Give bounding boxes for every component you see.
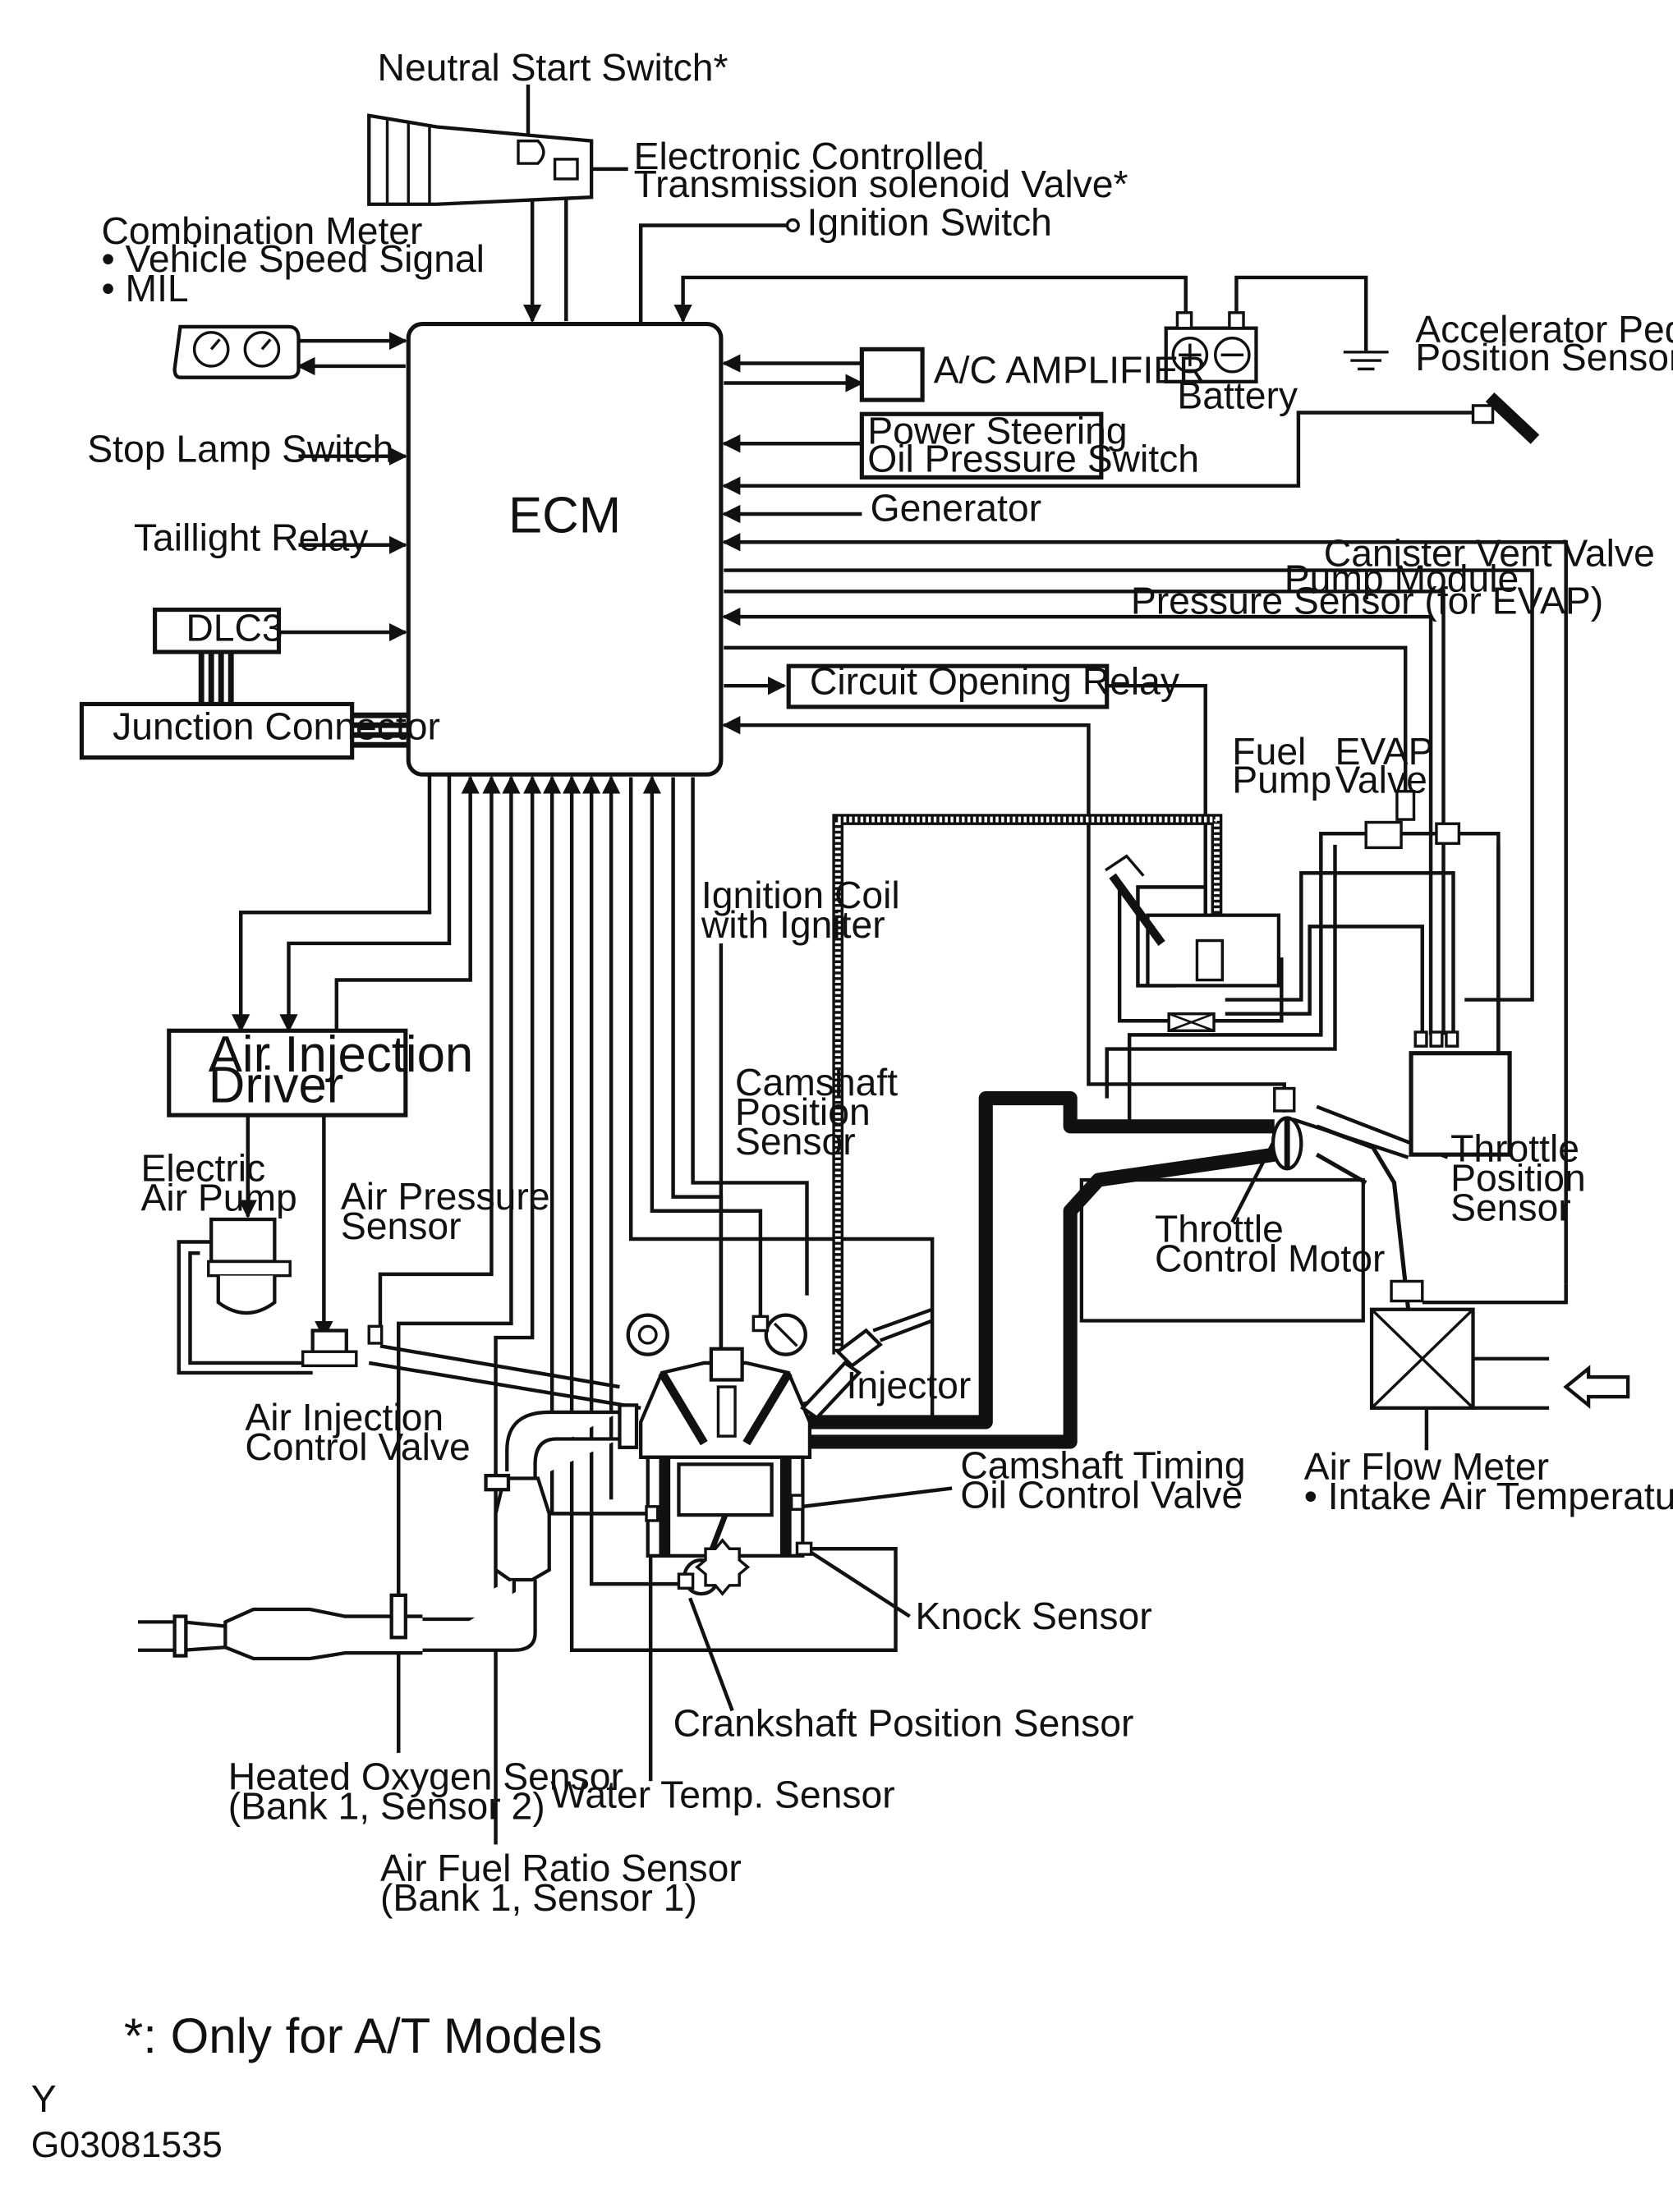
junction-connector-box bbox=[79, 701, 355, 760]
label-canister-vent-valve: Canister Vent Valve bbox=[1324, 531, 1655, 574]
dlc3-box bbox=[153, 608, 282, 654]
label-power-steering-1: Power Steering bbox=[867, 409, 1127, 452]
label-camshaft-position-3: Sensor bbox=[735, 1120, 856, 1163]
label-electric-air-pump-2: Air Pump bbox=[140, 1177, 296, 1219]
label-fuel-pump-2: Pump bbox=[1232, 758, 1331, 801]
label-water-temp-sensor: Water Temp. Sensor bbox=[550, 1774, 894, 1816]
label-heated-oxygen-sensor-2: (Bank 1, Sensor 2) bbox=[228, 1784, 545, 1827]
evap-valve-icon bbox=[1364, 790, 1461, 850]
label-heated-oxygen-sensor-1: Heated Oxygen Sensor bbox=[228, 1755, 623, 1797]
label-air-injection-control-valve-1: Air Injection bbox=[245, 1396, 444, 1439]
label-evap-valve-2: Valve bbox=[1335, 758, 1427, 801]
power-steering-box bbox=[859, 411, 1104, 480]
pump-module-box bbox=[1409, 1051, 1512, 1157]
label-ignition-coil-2: with Igniter bbox=[701, 903, 885, 946]
label-throttle-position-2: Position bbox=[1450, 1157, 1586, 1200]
combination-meter-icon bbox=[172, 324, 301, 379]
footnote: *: Only for A/T Models bbox=[124, 2008, 602, 2063]
label-generator: Generator bbox=[871, 487, 1041, 530]
label-ignition-switch: Ignition Switch bbox=[807, 200, 1051, 243]
battery-icon bbox=[1164, 311, 1258, 383]
label-camshaft-timing-2: Oil Control Valve bbox=[960, 1474, 1243, 1517]
label-air-flow-meter-1: Air Flow Meter bbox=[1304, 1445, 1549, 1488]
label-fuel-pump-1: Fuel bbox=[1232, 730, 1306, 773]
air-flow-meter-icon bbox=[1369, 1279, 1630, 1410]
engine-icon bbox=[626, 1307, 933, 1596]
label-injector: Injector bbox=[847, 1364, 972, 1407]
label-air-pressure-sensor-1: Air Pressure bbox=[341, 1175, 550, 1218]
label-battery: Battery bbox=[1177, 374, 1298, 416]
label-ect-valve-2: Transmission solenoid Valve* bbox=[634, 163, 1128, 205]
ecm-label: ECM bbox=[508, 487, 621, 544]
label-ignition-coil-1: Ignition Coil bbox=[701, 874, 900, 916]
label-crankshaft-position-sensor: Crankshaft Position Sensor bbox=[673, 1701, 1134, 1744]
label-combination-meter: Combination Meter bbox=[101, 209, 422, 252]
circuit-opening-relay-box bbox=[786, 663, 1110, 709]
label-air-pressure-sensor-2: Sensor bbox=[341, 1205, 462, 1247]
ignition-switch-terminal-icon bbox=[785, 218, 800, 233]
label-knock-sensor: Knock Sensor bbox=[916, 1595, 1152, 1637]
label-mil: • MIL bbox=[101, 267, 188, 310]
label-electric-air-pump-1: Electric bbox=[140, 1147, 265, 1190]
label-power-steering-2: Oil Pressure Switch bbox=[867, 438, 1199, 480]
label-camshaft-timing-1: Camshaft Timing bbox=[960, 1444, 1245, 1487]
label-pressure-sensor: Pressure Sensor (for EVAP) bbox=[1131, 580, 1603, 622]
corner-mark: Y bbox=[31, 2077, 57, 2120]
accelerator-pedal-icon bbox=[1471, 392, 1540, 444]
label-throttle-position-3: Sensor bbox=[1450, 1186, 1571, 1229]
label-pump-module: Pump Module bbox=[1285, 557, 1519, 599]
intake-manifold bbox=[760, 1090, 1411, 1449]
label-throttle-control-motor-2: Control Motor bbox=[1155, 1237, 1385, 1279]
label-air-injection-control-valve-2: Control Valve bbox=[245, 1425, 470, 1468]
label-dlc3: DLC3 bbox=[186, 606, 283, 649]
transmission-icon bbox=[367, 113, 594, 206]
throttle-body-icon bbox=[1271, 1086, 1303, 1171]
air-injection-control-valve-icon bbox=[301, 1324, 384, 1368]
label-circuit-opening-relay: Circuit Opening Relay bbox=[810, 659, 1180, 702]
label-camshaft-position-1: Camshaft bbox=[735, 1061, 898, 1104]
pump-module-fittings-icon bbox=[1413, 1030, 1459, 1048]
label-air-flow-meter-2: • Intake Air Temperature Sensor bbox=[1304, 1475, 1673, 1517]
label-air-fuel-ratio-sensor-1: Air Fuel Ratio Sensor bbox=[380, 1847, 742, 1889]
label-ect-valve-1: Electronic Controlled bbox=[634, 135, 985, 177]
label-taillight-relay: Taillight Relay bbox=[134, 516, 369, 559]
ac-amplifier-box bbox=[859, 346, 925, 402]
label-air-injection-driver-2: Driver bbox=[209, 1058, 344, 1114]
label-ac-amplifier: A/C AMPLIFIER bbox=[934, 349, 1206, 392]
label-air-injection-driver-1: Air Injection bbox=[209, 1026, 473, 1083]
label-throttle-control-motor-1: Throttle bbox=[1155, 1207, 1284, 1250]
fuel-tank-icon bbox=[1105, 854, 1281, 1032]
label-vehicle-speed-signal: • Vehicle Speed Signal bbox=[101, 237, 485, 280]
labels: Neutral Start Switch* Electronic Control… bbox=[31, 46, 1673, 2165]
label-throttle-position-1: Throttle bbox=[1450, 1127, 1579, 1170]
label-stop-lamp-switch: Stop Lamp Switch bbox=[87, 428, 393, 470]
label-accelerator-2: Position Sensor bbox=[1415, 336, 1673, 379]
label-junction-connector: Junction Connector bbox=[113, 704, 440, 747]
air-injection-driver-box bbox=[167, 1028, 408, 1117]
ground-icon bbox=[1343, 351, 1389, 371]
ecm-box bbox=[406, 321, 724, 777]
fuel-pipe bbox=[832, 814, 1223, 1355]
label-evap-valve-1: EVAP bbox=[1335, 730, 1433, 773]
label-air-fuel-ratio-sensor-2: (Bank 1, Sensor 1) bbox=[380, 1876, 697, 1919]
electric-air-pump-icon bbox=[207, 1217, 292, 1315]
label-accelerator-1: Accelerator Pedal bbox=[1415, 308, 1673, 351]
label-camshaft-position-2: Position bbox=[735, 1090, 871, 1133]
figure-code: G03081535 bbox=[31, 2125, 223, 2165]
label-neutral-start-switch: Neutral Start Switch* bbox=[378, 46, 728, 89]
